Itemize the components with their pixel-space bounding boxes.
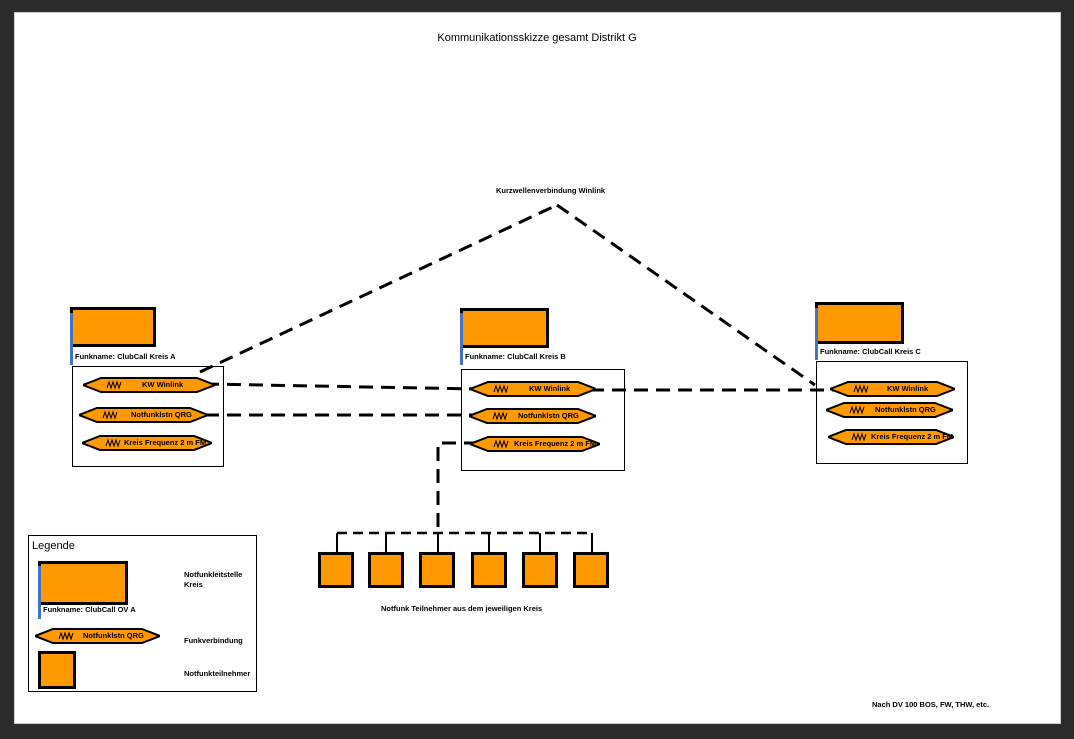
diagram-page [14, 12, 1061, 724]
station-b-caption: Funkname: ClubCall Kreis B [465, 352, 566, 361]
legend-station-symbol [38, 561, 128, 605]
station-c-links-box [816, 361, 968, 464]
link-kreis-c[interactable]: Kreis Frequenz 2 m FM [828, 429, 954, 445]
station-b-links-box [461, 369, 625, 471]
legend-title: Legende [32, 540, 75, 552]
control-station-c[interactable] [815, 302, 904, 344]
link-winlink-b-label: KW Winlink [529, 384, 571, 393]
legend-link-label: Notfunklstn QRG [83, 631, 144, 640]
diagram-title: Kommunikationsskizze gesamt Distrikt G [437, 32, 637, 44]
link-winlink-b[interactable]: KW Winlink [470, 381, 596, 397]
link-notfunk-a-label: Notfunklstn QRG [131, 410, 192, 419]
link-kreis-a[interactable]: Kreis Frequenz 2 m FM [82, 435, 212, 451]
station-c-caption: Funkname: ClubCall Kreis C [820, 347, 921, 356]
legend-box [28, 535, 257, 692]
link-notfunk-a[interactable]: Notfunklstn QRG [79, 407, 208, 423]
link-winlink-c[interactable]: KW Winlink [830, 381, 955, 397]
link-notfunk-b[interactable]: Notfunklstn QRG [469, 408, 596, 424]
link-kreis-c-label: Kreis Frequenz 2 m FM [871, 432, 954, 441]
footer-note: Nach DV 100 BOS, FW, THW, etc. [872, 700, 990, 709]
link-winlink-a[interactable]: KW Winlink [83, 377, 215, 393]
link-winlink-a-label: KW Winlink [142, 380, 184, 389]
link-kreis-a-label: Kreis Frequenz 2 m FM [124, 438, 207, 447]
participant-5[interactable] [522, 552, 558, 588]
hf-link-line-right [556, 203, 816, 387]
link-notfunk-b-label: Notfunklstn QRG [518, 411, 579, 420]
station-c-accent [815, 308, 818, 360]
hf-link-label: Kurzwellenverbindung Winlink [496, 186, 606, 195]
station-b-accent [460, 313, 463, 365]
kreis-line-drop [436, 441, 478, 535]
participant-2[interactable] [368, 552, 404, 588]
participant-6[interactable] [573, 552, 609, 588]
participants-label: Notfunk Teilnehmer aus dem jeweiligen Kr… [381, 604, 543, 613]
legend-station-desc: Notfunkleitstelle Kreis [184, 570, 243, 589]
link-kreis-b-label: Kreis Frequenz 2 m FM [514, 439, 597, 448]
legend-link-desc: Funkverbindung [184, 636, 243, 645]
legend-station-caption: Funkname: ClubCall OV A [43, 605, 136, 614]
control-station-a[interactable] [70, 307, 156, 347]
link-notfunk-c-label: Notfunklstn QRG [875, 405, 936, 414]
control-station-b[interactable] [460, 308, 549, 348]
winlink-line-ab [204, 382, 479, 391]
link-kreis-b[interactable]: Kreis Frequenz 2 m FM [470, 436, 600, 452]
station-a-links-box [72, 366, 224, 467]
station-a-caption: Funkname: ClubCall Kreis A [75, 352, 176, 361]
participant-4[interactable] [471, 552, 507, 588]
station-a-accent [70, 313, 73, 365]
legend-station-accent [38, 566, 41, 619]
link-notfunk-c[interactable]: Notfunklstn QRG [826, 402, 953, 418]
participant-1[interactable] [318, 552, 354, 588]
participant-3[interactable] [419, 552, 455, 588]
link-winlink-c-label: KW Winlink [887, 384, 929, 393]
legend-participant-desc: Notfunkteilnehmer [184, 669, 251, 678]
legend-participant-symbol [38, 651, 76, 689]
legend-link-symbol: Notfunklstn QRG [35, 628, 160, 644]
